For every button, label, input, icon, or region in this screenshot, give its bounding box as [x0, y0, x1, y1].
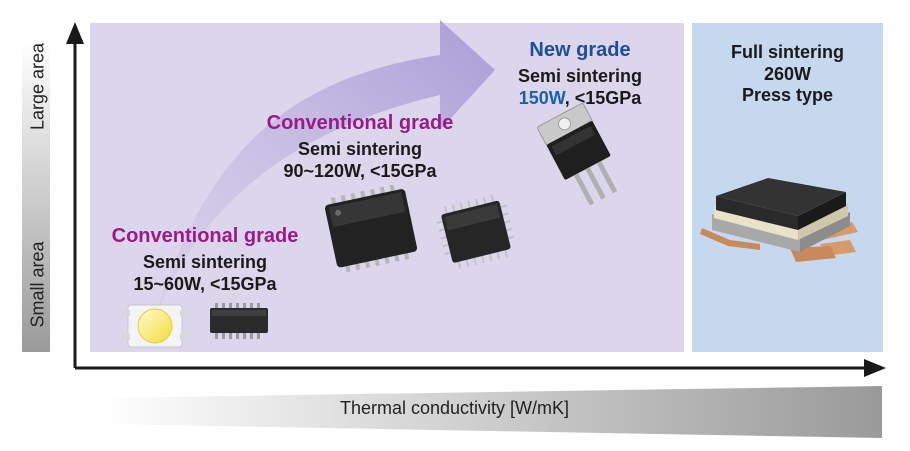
power-module-icon [700, 178, 858, 262]
full-sintering-label: Full sintering 260W Press type [692, 42, 883, 107]
group-1-grade: Conventional grade [111, 225, 299, 247]
group-new-grade: New grade Semi sintering 150W, <15GPa [480, 38, 680, 109]
group-2-line1: Semi sintering [297, 139, 423, 159]
qfp-chip-icon [436, 194, 515, 269]
full-sintering-line2: 260W [763, 63, 812, 84]
group-conventional-low: Conventional grade Semi sintering 15~60W… [92, 224, 318, 295]
progression-arrow [150, 20, 495, 330]
group-2-grade: Conventional grade [266, 112, 454, 134]
full-sintering-line1: Full sintering [730, 42, 844, 62]
x-axis-label: Thermal conductivity [W/mK] [340, 398, 570, 418]
group-3-line1: Semi sintering [517, 66, 643, 86]
group-3-line2: 150W, <15GPa [480, 88, 680, 110]
x-axis-arrowhead [864, 359, 886, 377]
group-3-grade: New grade [529, 39, 631, 61]
group-conventional-mid: Conventional grade Semi sintering 90~120… [247, 111, 473, 182]
soic-chip-icon [210, 303, 268, 339]
qfn-chip-icon [325, 184, 418, 273]
group-1-line1: Semi sintering [142, 252, 268, 272]
full-sintering-line3: Press type [741, 85, 834, 106]
to220-transistor-icon [537, 103, 618, 206]
y-axis-bottom-label: Small area [27, 241, 48, 328]
group-3-wattage: 150W [518, 87, 565, 108]
y-axis-gradient-bar [22, 40, 50, 352]
group-1-line2: 15~60W, <15GPa [133, 273, 277, 294]
led-chip-icon [122, 304, 188, 348]
y-axis-top-label: Large area [27, 42, 48, 131]
group-2-line2: 90~120W, <15GPa [283, 160, 437, 181]
y-axis-arrowhead [66, 22, 84, 44]
x-axis-gradient-bar [100, 386, 882, 438]
group-3-modulus: , <15GPa [564, 87, 642, 108]
